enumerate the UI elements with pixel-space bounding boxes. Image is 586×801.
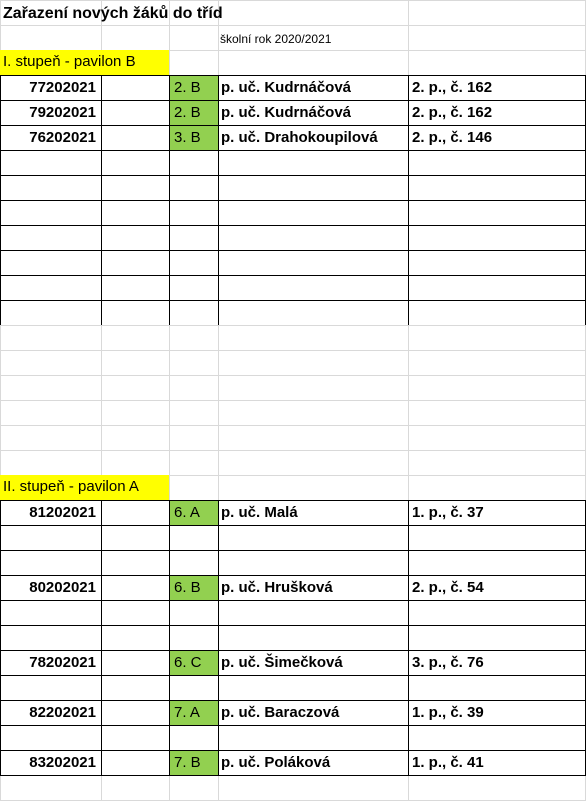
room-location: 1. p., č. 37 (412, 504, 484, 521)
class-cell: 6. B (170, 576, 218, 600)
student-id: 77202021 (29, 79, 96, 96)
room-location: 2. p., č. 162 (412, 79, 493, 96)
class-cell: 2. B (170, 101, 218, 125)
teacher-name: p. uč. Hrušková (221, 579, 333, 596)
border-horizontal (0, 150, 586, 151)
border-horizontal (0, 300, 586, 301)
room-location: 2. p., č. 162 (412, 104, 493, 121)
border-vertical (408, 500, 409, 775)
gridline-horizontal (0, 0, 586, 1)
border-vertical (0, 75, 1, 325)
border-horizontal (0, 525, 586, 526)
room-location: 2. p., č. 146 (412, 129, 493, 146)
gridline-horizontal (0, 425, 586, 426)
teacher-name: p. uč. Drahokoupilová (221, 129, 378, 146)
border-vertical (408, 75, 409, 325)
class-cell: 2. B (170, 76, 218, 100)
border-vertical (218, 75, 219, 325)
teacher-name: p. uč. Kudrnáčová (221, 104, 352, 121)
gridline-vertical (0, 0, 1, 801)
border-horizontal (0, 275, 586, 276)
student-id: 76202021 (29, 129, 96, 146)
class-cell: 6. A (170, 501, 218, 525)
student-id: 78202021 (29, 654, 96, 671)
border-horizontal (0, 175, 586, 176)
section-label-second-stage: II. stupeň - pavilon A (0, 475, 169, 500)
border-horizontal (0, 75, 586, 76)
gridline-horizontal (0, 25, 586, 26)
teacher-name: p. uč. Poláková (221, 754, 331, 771)
border-horizontal (0, 200, 586, 201)
border-horizontal (0, 650, 586, 651)
gridline-vertical (101, 0, 102, 801)
teacher-name: p. uč. Šimečková (221, 654, 343, 671)
room-location: 2. p., č. 54 (412, 579, 484, 596)
border-horizontal (0, 550, 586, 551)
school-year-subtitle: školní rok 2020/2021 (220, 32, 332, 46)
teacher-name: p. uč. Kudrnáčová (221, 79, 352, 96)
class-cell: 3. B (170, 126, 218, 150)
border-vertical (101, 75, 102, 325)
border-vertical (169, 75, 170, 325)
class-cell: 6. C (170, 651, 218, 675)
border-horizontal (0, 575, 586, 576)
border-horizontal (0, 600, 586, 601)
student-id: 79202021 (29, 104, 96, 121)
border-horizontal (0, 675, 586, 676)
gridline-horizontal (0, 350, 586, 351)
room-location: 3. p., č. 76 (412, 654, 484, 671)
student-id: 80202021 (29, 579, 96, 596)
gridline-horizontal (0, 325, 586, 326)
border-horizontal (0, 500, 586, 501)
border-horizontal (0, 225, 586, 226)
border-horizontal (0, 700, 586, 701)
room-location: 1. p., č. 41 (412, 754, 484, 771)
gridline-horizontal (0, 375, 586, 376)
student-id: 82202021 (29, 704, 96, 721)
border-horizontal (0, 750, 586, 751)
class-cell: 7. B (170, 751, 218, 775)
section-label-first-stage: I. stupeň - pavilon B (0, 50, 169, 75)
border-horizontal (0, 100, 586, 101)
border-horizontal (0, 250, 586, 251)
class-cell: 7. A (170, 701, 218, 725)
gridline-horizontal (0, 400, 586, 401)
student-id: 81202021 (29, 504, 96, 521)
gridline-horizontal (0, 450, 586, 451)
teacher-name: p. uč. Baraczová (221, 704, 340, 721)
gridline-horizontal (0, 475, 586, 476)
gridline-vertical (218, 0, 219, 801)
border-vertical (218, 500, 219, 775)
border-vertical (169, 500, 170, 775)
teacher-name: p. uč. Malá (221, 504, 298, 521)
gridline-vertical (169, 0, 170, 801)
border-vertical (0, 500, 1, 775)
border-horizontal (0, 775, 586, 776)
border-horizontal (0, 625, 586, 626)
border-vertical (101, 500, 102, 775)
student-id: 83202021 (29, 754, 96, 771)
gridline-vertical (408, 0, 409, 801)
room-location: 1. p., č. 39 (412, 704, 484, 721)
border-horizontal (0, 725, 586, 726)
gridline-horizontal (0, 50, 586, 51)
border-horizontal (0, 125, 586, 126)
sheet-title: Zařazení nových žáků do tříd (3, 5, 223, 22)
